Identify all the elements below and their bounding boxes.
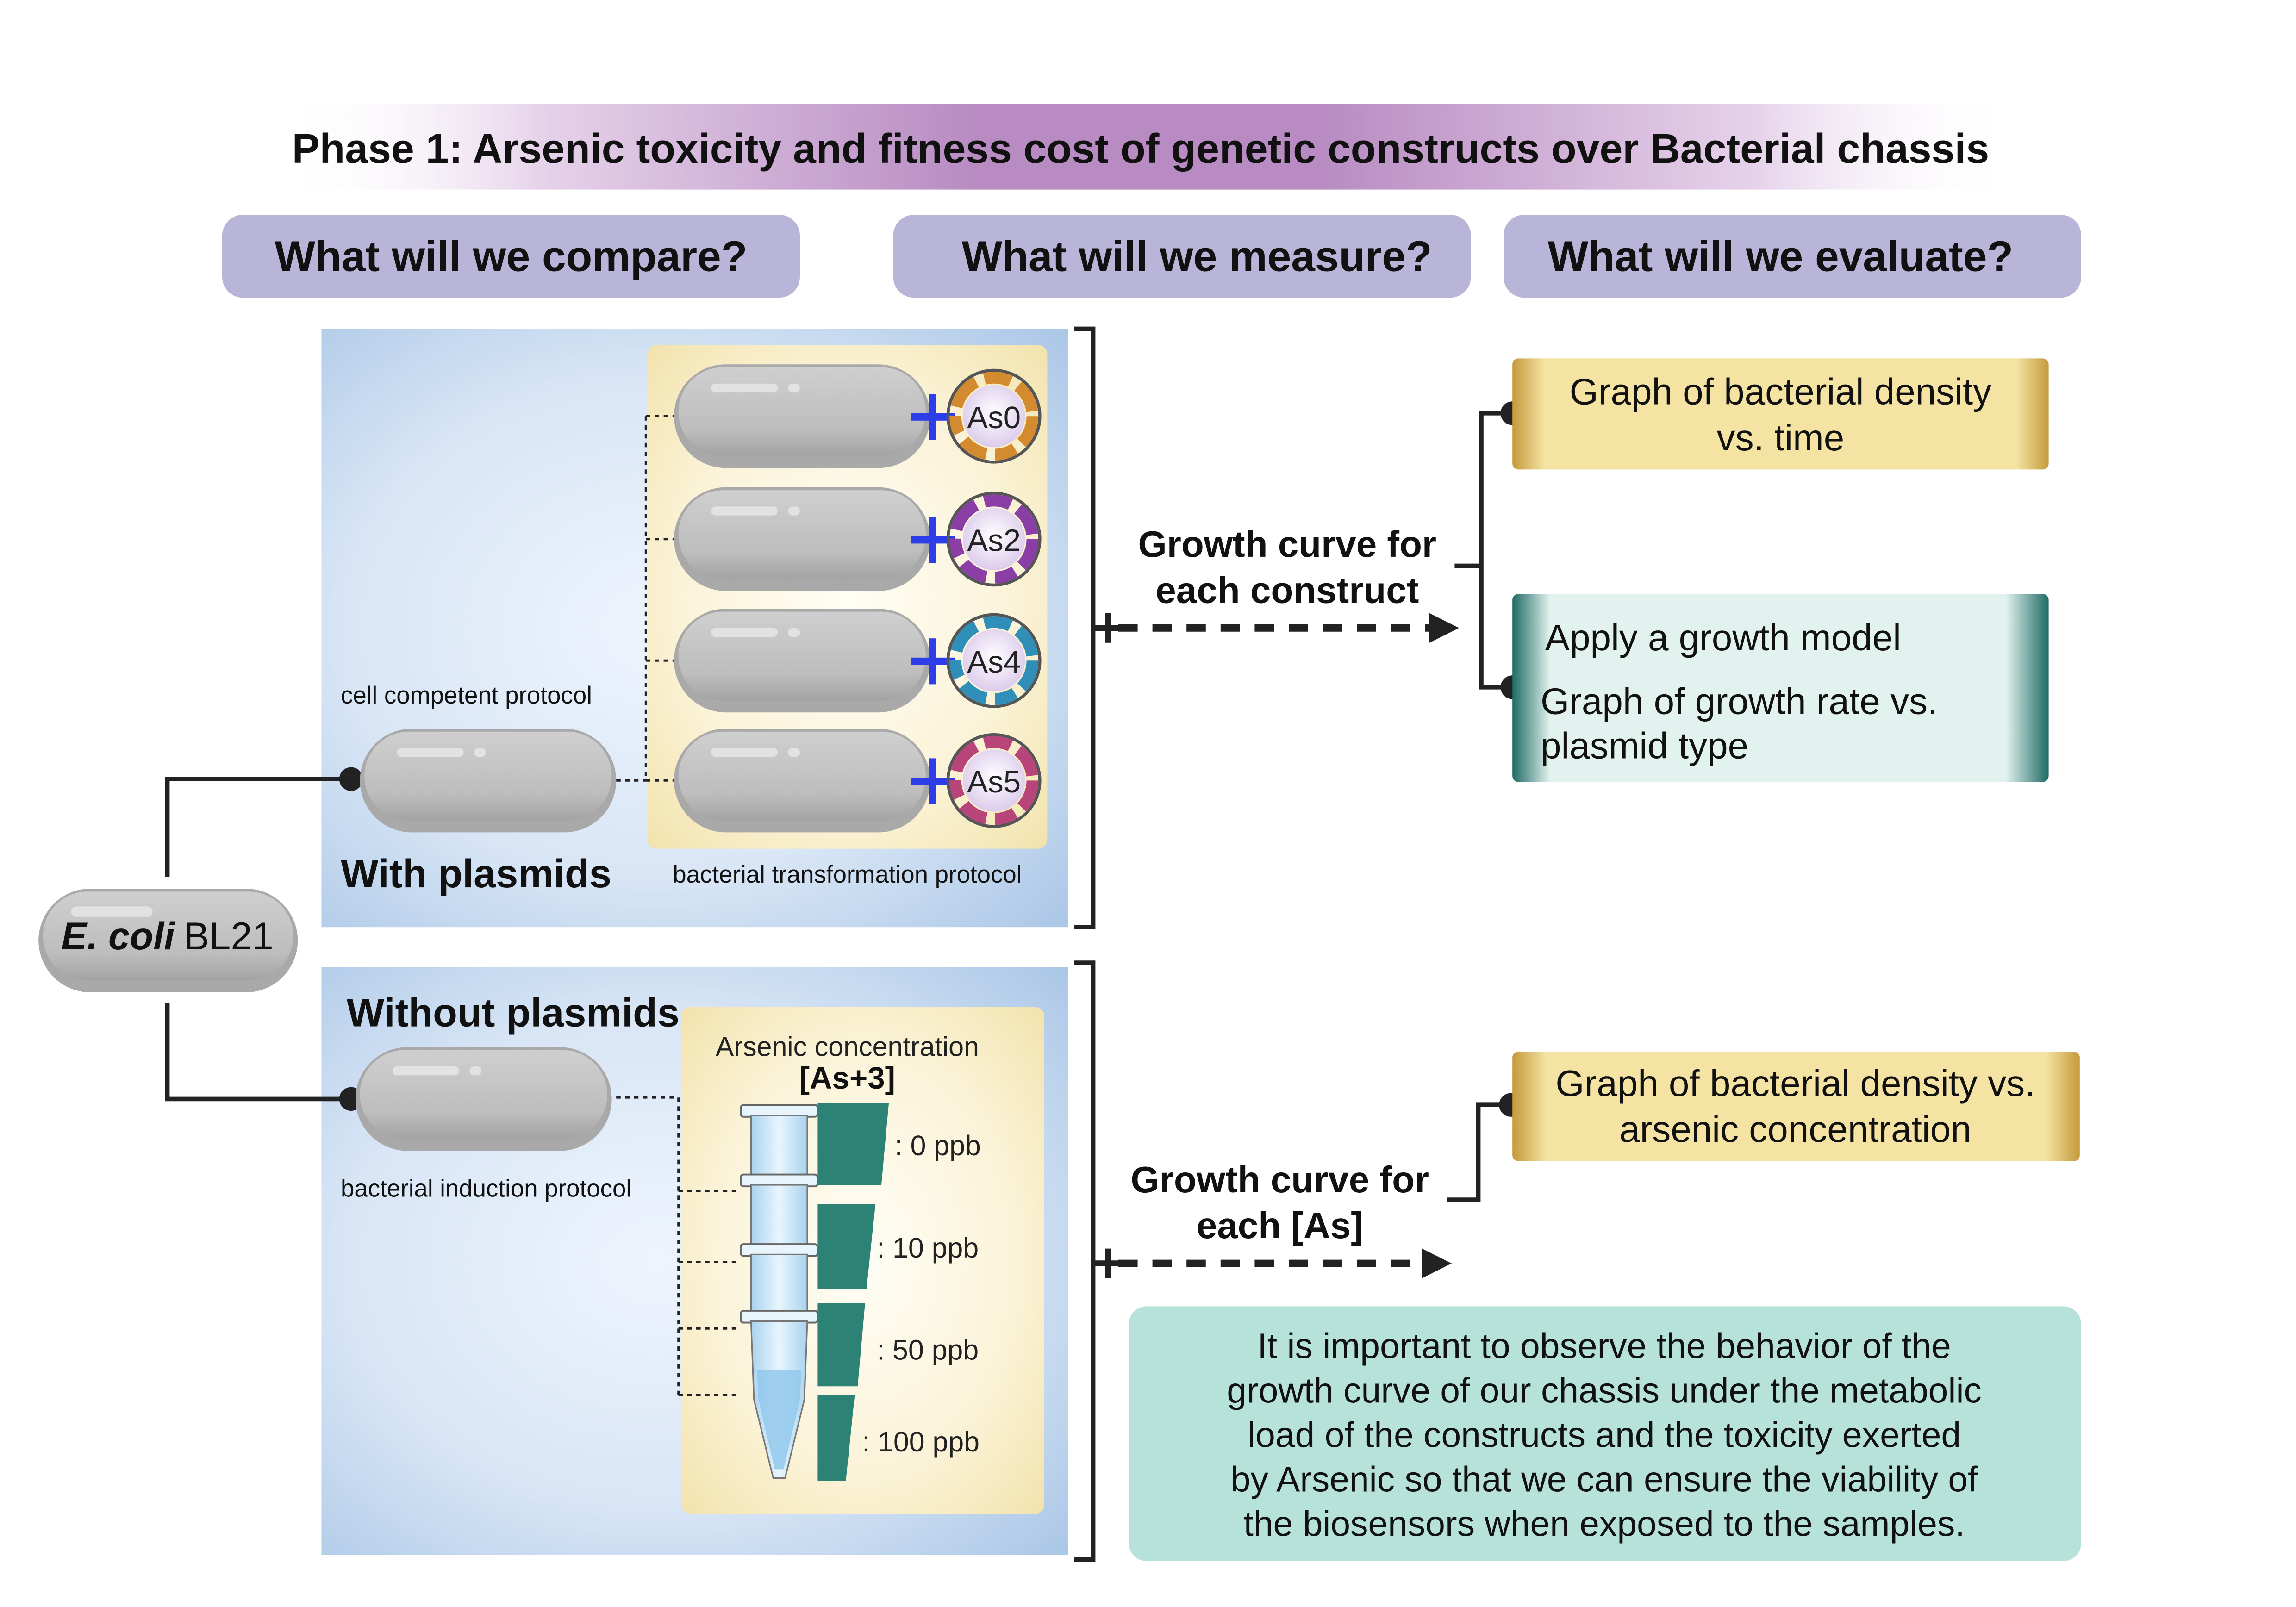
- note-line4: by Arsenic so that we can ensure the via…: [1231, 1459, 1978, 1499]
- plus-icon: [911, 758, 955, 804]
- svg-text:What will we measure?: What will we measure?: [962, 232, 1432, 280]
- concentration-title: Arsenic concentration: [716, 1031, 979, 1062]
- arrow-construct: [1093, 613, 1459, 643]
- plasmid-ring-icon: [946, 733, 1042, 828]
- measure-arsenic-line1: Growth curve for: [1131, 1159, 1429, 1200]
- conc-100: : 100 ppb: [862, 1426, 980, 1458]
- page-title: Phase 1: Arsenic toxicity and fitness co…: [292, 125, 1989, 172]
- induction-protocol-label: bacterial induction protocol: [341, 1175, 631, 1202]
- bracket-bottom: [1074, 960, 1096, 1562]
- header-evaluate: What will we evaluate?: [1504, 215, 2081, 298]
- bacterium-induction: [356, 1047, 612, 1151]
- plasmid-label: As5: [967, 765, 1021, 799]
- cylinder-0ppb-icon: [817, 1103, 889, 1185]
- conc-0: : 0 ppb: [895, 1130, 981, 1161]
- measure-construct-line2: each construct: [1155, 569, 1419, 610]
- plasmid-strains-box: [647, 345, 1048, 849]
- without-plasmids-label: Without plasmids: [347, 991, 680, 1035]
- branch-node-with: [339, 767, 363, 791]
- chassis-strain: BL21: [184, 915, 274, 958]
- note-box: [1129, 1306, 2081, 1561]
- chassis-branch-down: [165, 1003, 351, 1102]
- chassis-branch-up: [165, 777, 351, 877]
- growth-rate-line1: Graph of growth rate vs.: [1541, 680, 1938, 722]
- note-line5: the biosensors when exposed to the sampl…: [1243, 1504, 1965, 1544]
- bracket-top: [1074, 326, 1096, 929]
- conc-50: : 50 ppb: [877, 1334, 979, 1366]
- plasmid-label: As4: [967, 645, 1021, 679]
- evaluate-branch-top: [1454, 411, 1513, 690]
- density-arsenic-box: [1512, 1052, 2080, 1161]
- plus-icon: [911, 517, 955, 563]
- measure-arsenic-line2: each [As]: [1197, 1205, 1363, 1246]
- cylinder-100ppb-icon: [817, 1395, 855, 1481]
- density-arsenic-line2: arsenic concentration: [1619, 1109, 1971, 1150]
- plasmid-ring-icon: [946, 368, 1042, 464]
- with-plasmids-label: With plasmids: [341, 852, 611, 896]
- density-arsenic-line1: Graph of bacterial density vs.: [1555, 1063, 2035, 1104]
- density-time-box: [1512, 358, 2049, 470]
- transformation-protocol-label: bacterial transformation protocol: [673, 861, 1022, 888]
- plasmid-label: As0: [967, 400, 1021, 435]
- header-compare: What will we compare?: [222, 215, 800, 298]
- strain-as2: As2: [674, 487, 1042, 591]
- density-time-line2: vs. time: [1717, 417, 1845, 458]
- strain-as4: As4: [674, 609, 1042, 713]
- arrow-arsenic: [1093, 1248, 1452, 1278]
- header-measure: What will we measure?: [893, 215, 1471, 298]
- plasmid-label: As2: [967, 523, 1021, 558]
- strain-connector: [616, 415, 674, 782]
- tube-icon: [740, 1104, 819, 1479]
- measure-construct-line1: Growth curve for: [1138, 523, 1437, 565]
- concentration-formula: [As+3]: [799, 1061, 895, 1096]
- growth-model-text: Apply a growth model: [1545, 617, 1901, 658]
- svg-text:What will we evaluate?: What will we evaluate?: [1548, 232, 2014, 280]
- plus-icon: [911, 638, 955, 685]
- bacterium-competent: [360, 729, 617, 833]
- cylinder-50ppb-icon: [817, 1303, 865, 1387]
- strain-as5: As5: [674, 729, 1042, 833]
- competent-protocol-label: cell competent protocol: [341, 682, 592, 709]
- note-line3: load of the constructs and the toxicity …: [1248, 1415, 1961, 1455]
- growth-model-box: [1512, 594, 2049, 782]
- note-line2: growth curve of our chassis under the me…: [1227, 1370, 1982, 1410]
- chassis-species: E. coli: [61, 915, 175, 958]
- density-time-line1: Graph of bacterial density: [1570, 371, 1992, 412]
- growth-rate-line2: plasmid type: [1541, 725, 1748, 766]
- svg-text:What will we compare?: What will we compare?: [275, 232, 748, 280]
- evaluate-branch-bottom: [1447, 1102, 1511, 1202]
- title-banner: [281, 104, 2015, 190]
- plasmid-ring-icon: [946, 492, 1042, 587]
- cylinder-10ppb-icon: [817, 1204, 876, 1289]
- plus-icon: [911, 394, 955, 440]
- conc-10: : 10 ppb: [877, 1232, 979, 1264]
- strain-as0: As0: [674, 364, 1042, 468]
- tube-connector: [616, 1096, 741, 1396]
- note-line1: It is important to observe the behavior …: [1257, 1326, 1951, 1366]
